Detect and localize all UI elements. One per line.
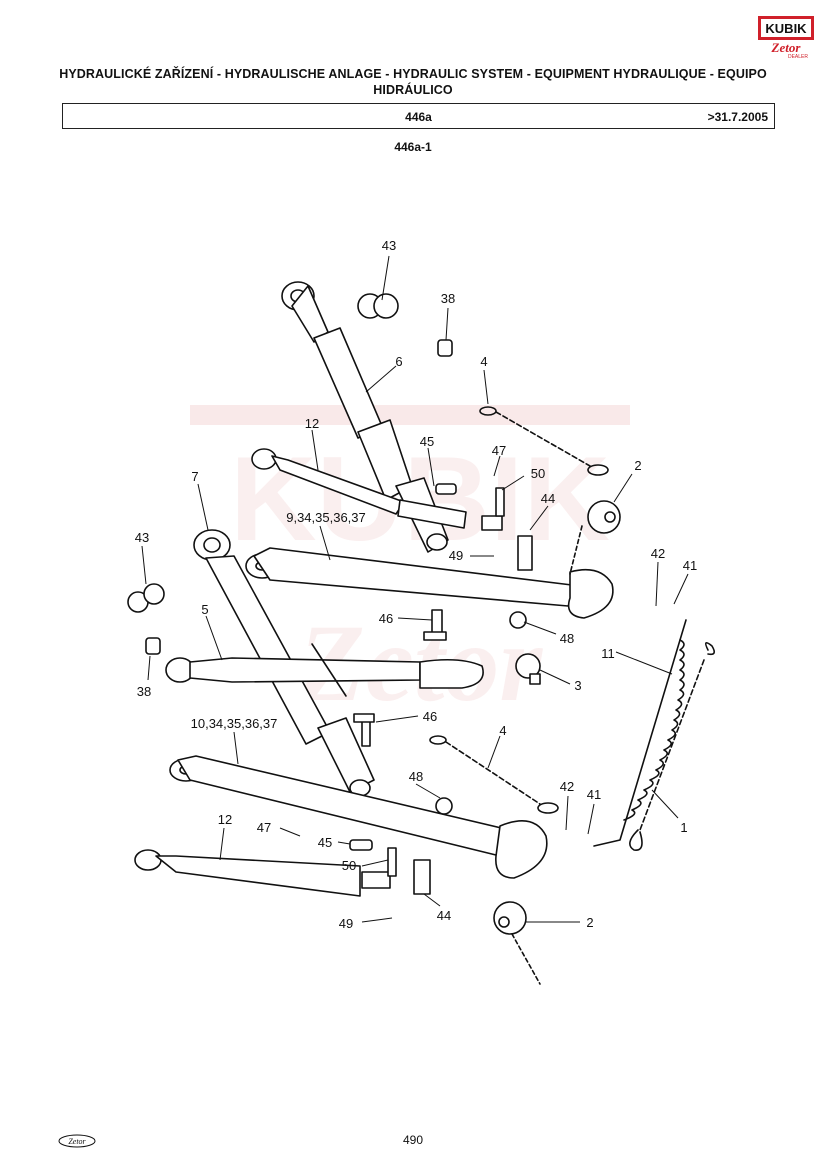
callout-47-lower: 47	[257, 820, 271, 835]
bush-38-upper	[437, 339, 453, 357]
callout-45-lower: 45	[318, 835, 332, 850]
callout-10-set: 10,34,35,36,37	[191, 716, 278, 731]
clamp-43-lower	[127, 583, 165, 613]
page-number: 490	[402, 1133, 424, 1147]
callout-2-lower: 2	[586, 915, 593, 930]
pin-46-lower	[353, 713, 375, 747]
callout-46-top: 46	[379, 611, 393, 626]
callout-43-top: 43	[382, 238, 396, 253]
block-45-lower	[349, 839, 373, 851]
lower-arm-left	[169, 755, 548, 879]
callout-4-top: 4	[480, 354, 487, 369]
nut-48-upper	[509, 611, 527, 629]
callout-4-lower: 4	[499, 723, 506, 738]
bolt-50-upper	[495, 487, 505, 517]
callout-11: 11	[601, 646, 615, 661]
ball-joint-2-lower	[493, 901, 541, 985]
callout-41-lower: 41	[587, 787, 601, 802]
bolt-50-lower	[387, 847, 397, 877]
group-code: 446a	[405, 110, 432, 124]
figure-code: 446a-1	[394, 140, 432, 154]
callout-12-lower: 12	[218, 812, 232, 827]
logo-brand-bottom: Zetor	[771, 40, 802, 55]
callout-41-top: 41	[683, 558, 697, 573]
brand-logo: KUBIK Zetor DEALER	[758, 16, 814, 60]
callout-6: 6	[395, 354, 402, 369]
callout-50-lower: 50	[342, 858, 356, 873]
callout-45-top: 45	[420, 434, 434, 449]
logo-dealer: DEALER	[788, 54, 808, 60]
footer-logo: Zetor	[58, 1134, 96, 1148]
callout-3: 3	[574, 678, 581, 693]
pin-44-lower	[413, 859, 431, 895]
callout-47-top: 47	[492, 443, 506, 458]
callout-38-left: 38	[137, 684, 151, 699]
footer-logo-text: Zetor	[68, 1137, 86, 1146]
callout-42-top: 42	[651, 546, 665, 561]
chain-4-upper	[479, 406, 609, 476]
callout-1: 1	[680, 820, 687, 835]
callout-48-lower: 48	[409, 769, 423, 784]
page-title: HYDRAULICKÉ ZAŘÍZENÍ - HYDRAULISCHE ANLA…	[59, 67, 767, 97]
pin-44-upper	[517, 535, 533, 571]
ball-3	[515, 653, 541, 685]
callouts: 43 38 6 4 12 45 47 50 2 7 9,34,35,36,37 …	[135, 238, 697, 931]
block-45-upper	[435, 483, 457, 495]
logo-brand-top: KUBIK	[765, 21, 807, 36]
stabiliser-lower	[134, 849, 391, 897]
clamp-43-upper	[357, 293, 399, 319]
nut-48-lower	[435, 797, 453, 815]
callout-5: 5	[201, 602, 208, 617]
callout-46-lower: 46	[423, 709, 437, 724]
leader-lines	[141, 255, 689, 923]
callout-2-top: 2	[634, 458, 641, 473]
callout-38-top: 38	[441, 291, 455, 306]
callout-44-top: 44	[541, 491, 555, 506]
spring-11	[593, 619, 687, 847]
callout-42-lower: 42	[560, 779, 574, 794]
chain-1	[629, 642, 716, 851]
callout-48-top: 48	[560, 631, 574, 646]
callout-49-top: 49	[449, 548, 463, 563]
validity-date: >31.7.2005	[707, 110, 768, 124]
callout-50-top: 50	[531, 466, 545, 481]
callout-44-lower: 44	[437, 908, 451, 923]
stabiliser-5	[165, 643, 484, 697]
ball-joint-2-upper	[569, 500, 621, 575]
chain-4-lower	[429, 735, 559, 814]
callout-49-lower: 49	[339, 916, 353, 931]
stabiliser-upper	[251, 448, 503, 531]
bush-38-lower	[145, 637, 161, 655]
callout-12-top: 12	[305, 416, 319, 431]
lower-arm-right	[245, 547, 614, 619]
callout-9-set: 9,34,35,36,37	[286, 510, 366, 525]
pin-46-upper	[423, 609, 447, 641]
reference-box: 446a >31.7.2005	[62, 103, 775, 129]
callout-7: 7	[191, 469, 198, 484]
callout-43-left: 43	[135, 530, 149, 545]
